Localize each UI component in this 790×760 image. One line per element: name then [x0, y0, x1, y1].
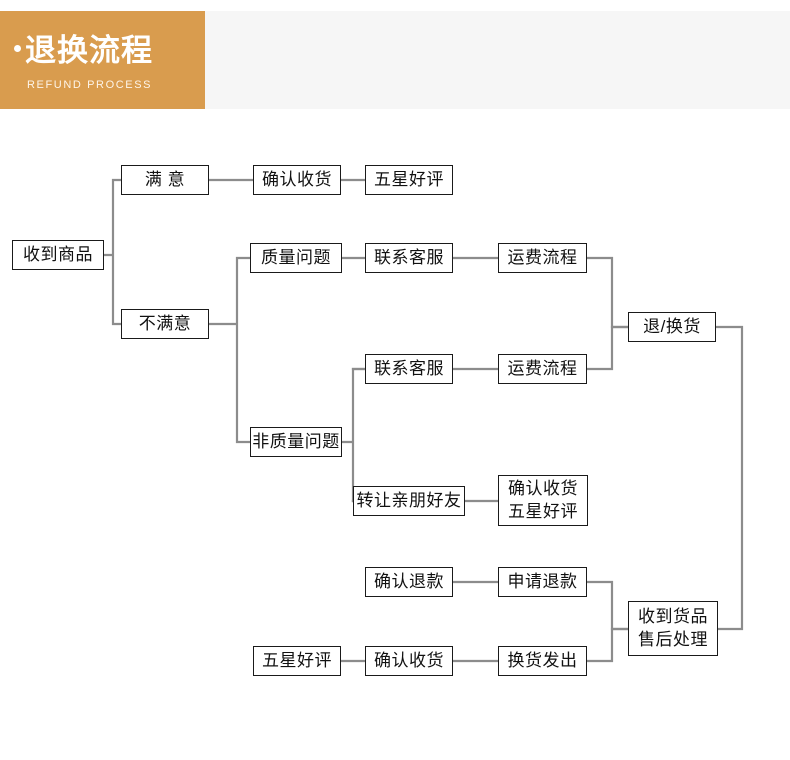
node-five-star-review-bottom[interactable]: 五星好评	[253, 646, 341, 676]
node-apply-refund[interactable]: 申请退款	[498, 567, 587, 597]
node-five-star-review-top[interactable]: 五星好评	[365, 165, 453, 195]
edge-shipping1-to-return	[585, 256, 630, 329]
edge-received-to-branch	[102, 178, 123, 326]
node-shipping-process-1[interactable]: 运费流程	[498, 243, 587, 273]
node-return-or-exchange[interactable]: 退/换货	[628, 312, 716, 342]
node-confirm-receipt-and-review[interactable]: 确认收货 五星好评	[498, 475, 588, 526]
edge-shipping2-to-return	[585, 325, 630, 371]
node-exchange-shipped[interactable]: 换货发出	[498, 646, 587, 676]
edge-return-to-aftersale	[714, 325, 744, 631]
node-goods-received-after-sale[interactable]: 收到货品 售后处理	[628, 601, 718, 656]
node-contact-support-2[interactable]: 联系客服	[365, 354, 453, 384]
bullet-dot-icon	[14, 45, 21, 53]
page-title-text: 退换流程	[25, 33, 153, 68]
flowchart-connectors	[102, 178, 744, 663]
refund-process-flowchart: 收到商品 满 意 确认收货 五星好评 不满意 质量问题 联系客服 运费流程 联系…	[0, 130, 790, 760]
node-quality-issue[interactable]: 质量问题	[250, 243, 342, 273]
node-unsatisfied[interactable]: 不满意	[121, 309, 209, 339]
node-received-goods[interactable]: 收到商品	[12, 240, 104, 270]
page-subtitle: REFUND PROCESS	[27, 79, 153, 91]
node-satisfied[interactable]: 满 意	[121, 165, 209, 195]
node-confirm-receipt-top[interactable]: 确认收货	[253, 165, 341, 195]
edge-aftersale-to-apply	[585, 580, 630, 631]
node-shipping-process-2[interactable]: 运费流程	[498, 354, 587, 384]
node-confirm-receipt-bottom[interactable]: 确认收货	[365, 646, 453, 676]
page-title: 退换流程	[14, 35, 153, 66]
edge-unsat-trunk	[207, 256, 252, 444]
node-non-quality-issue[interactable]: 非质量问题	[250, 427, 342, 457]
header-banner: 退换流程 REFUND PROCESS	[0, 11, 205, 109]
node-transfer-to-friends[interactable]: 转让亲朋好友	[353, 486, 465, 516]
edge-aftersale-to-exchange	[585, 627, 630, 663]
node-contact-support-1[interactable]: 联系客服	[365, 243, 453, 273]
node-confirm-refund[interactable]: 确认退款	[365, 567, 453, 597]
edge-nonquality-trunk	[340, 367, 367, 503]
